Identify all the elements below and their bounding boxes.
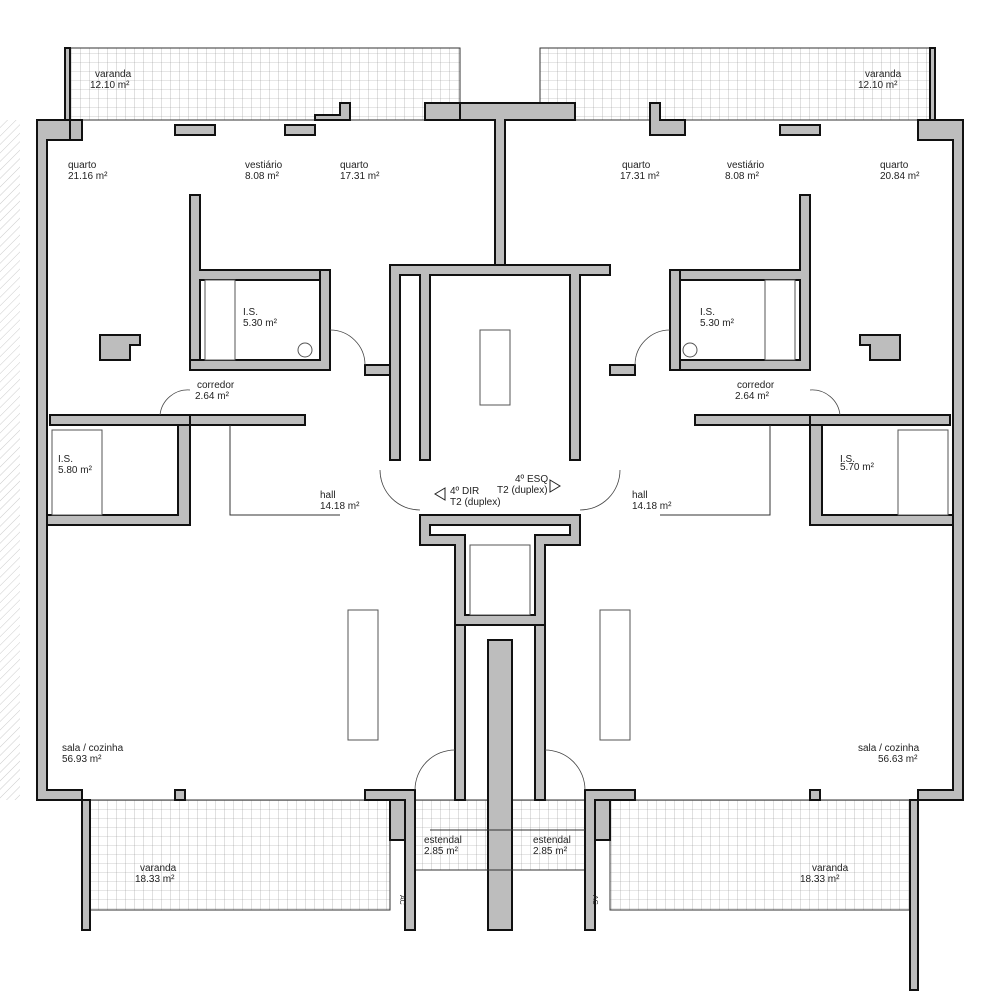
right-corredor-area: 2.64 m² <box>735 391 770 402</box>
right-quarto-2-area: 17.31 m² <box>620 171 660 182</box>
right-is-1-name: I.S. <box>700 307 715 318</box>
right-estendal-area: 2.85 m² <box>533 846 568 857</box>
left-varanda-top-name: varanda <box>95 69 132 80</box>
left-sala-area: 56.93 m² <box>62 754 102 765</box>
walls <box>36 47 964 991</box>
left-quarto-1-name: quarto <box>68 160 97 171</box>
left-hall-name: hall <box>320 490 336 501</box>
unit-esq-line1: 4º ESQ <box>515 474 548 485</box>
right-is-1-area: 5.30 m² <box>700 318 735 329</box>
right-varanda-top-name: varanda <box>865 69 902 80</box>
left-is-1-name: I.S. <box>243 307 258 318</box>
left-is-2-name: I.S. <box>58 454 73 465</box>
balcony-tiles <box>64 47 936 911</box>
doors <box>159 329 841 791</box>
left-varanda-top-area: 12.10 m² <box>90 80 130 91</box>
right-is-2-area: 5.70 m² <box>840 462 875 473</box>
left-hall-area: 14.18 m² <box>320 501 360 512</box>
right-varanda-top-area: 12.10 m² <box>858 80 898 91</box>
right-varanda-bottom-area: 18.33 m² <box>800 874 840 885</box>
right-quarto-1-area: 20.84 m² <box>880 171 920 182</box>
right-vestiario-name: vestiário <box>727 160 765 171</box>
site-hatch <box>0 120 20 800</box>
right-hall-area: 14.18 m² <box>632 501 672 512</box>
right-quarto-2-name: quarto <box>622 160 651 171</box>
left-vestiario-name: vestiário <box>245 160 283 171</box>
right-hall-name: hall <box>632 490 648 501</box>
right-sala-name: sala / cozinha <box>858 743 920 754</box>
left-sala-name: sala / cozinha <box>62 743 124 754</box>
right-varanda-bottom-name: varanda <box>812 863 849 874</box>
right-corredor-name: corredor <box>737 380 775 391</box>
left-estendal-name: estendal <box>424 835 462 846</box>
left-varanda-bottom-name: varanda <box>140 863 177 874</box>
left-is-1-area: 5.30 m² <box>243 318 278 329</box>
esq-arrow-icon <box>549 479 561 493</box>
right-ac-label: AC <box>591 895 598 905</box>
right-sala-area: 56.63 m² <box>878 754 918 765</box>
left-corredor-name: corredor <box>197 380 235 391</box>
unit-esq-line2: T2 (duplex) <box>497 485 548 496</box>
left-quarto-2-area: 17.31 m² <box>340 171 380 182</box>
left-corredor-area: 2.64 m² <box>195 391 230 402</box>
right-quarto-1-name: quarto <box>880 160 909 171</box>
unit-dir-line2: T2 (duplex) <box>450 497 501 508</box>
left-is-2-area: 5.80 m² <box>58 465 93 476</box>
right-is-2-name: I.S. <box>840 454 855 465</box>
right-vestiario-area: 8.08 m² <box>725 171 760 182</box>
dir-arrow-icon <box>434 487 446 501</box>
unit-dir-line1: 4º DIR <box>450 486 479 497</box>
left-estendal-area: 2.85 m² <box>424 846 459 857</box>
left-quarto-1-area: 21.16 m² <box>68 171 108 182</box>
left-vestiario-area: 8.08 m² <box>245 171 280 182</box>
left-ac-label: AC <box>398 895 405 905</box>
fixtures <box>51 279 949 871</box>
right-estendal-name: estendal <box>533 835 571 846</box>
left-varanda-bottom-area: 18.33 m² <box>135 874 175 885</box>
left-quarto-2-name: quarto <box>340 160 369 171</box>
